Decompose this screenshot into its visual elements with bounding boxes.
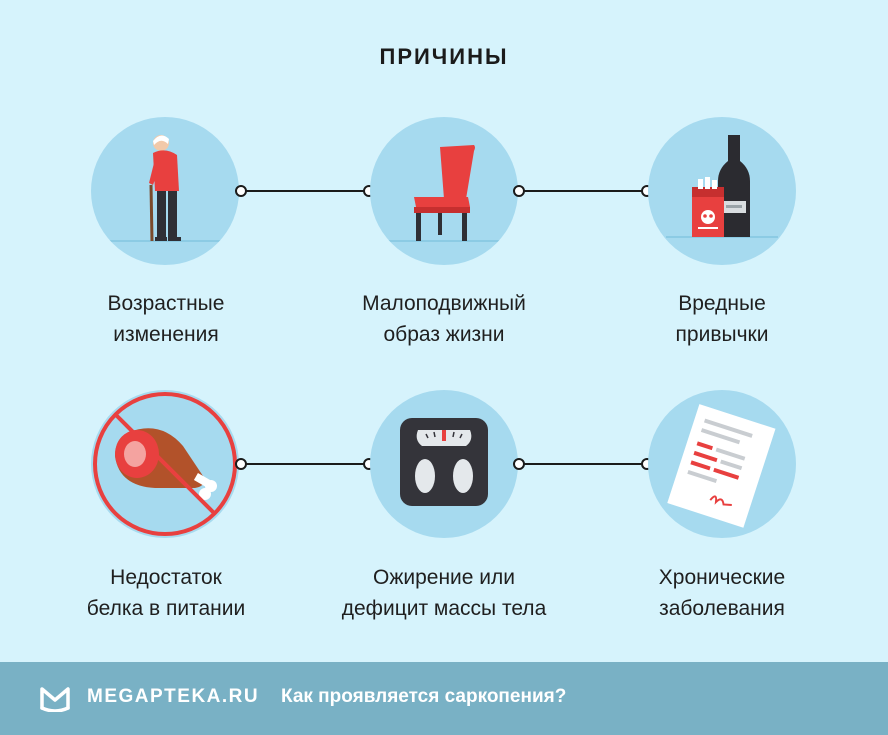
bottle-cigarettes-icon bbox=[666, 135, 778, 238]
page-title: ПРИЧИНЫ bbox=[379, 44, 509, 69]
cause-label-age: Возрастные изменения bbox=[107, 292, 225, 346]
cause-circle-chronic bbox=[648, 390, 796, 538]
connector-line bbox=[235, 185, 375, 197]
cause-circle-habits bbox=[648, 117, 796, 265]
cause-label-chronic: Хронические заболевания bbox=[658, 566, 786, 620]
megapteka-logo-icon[interactable] bbox=[38, 684, 72, 712]
cause-label-protein: Недостаток белка в питании bbox=[86, 566, 246, 620]
footer-bar: MEGAPTEKA.RU Как проявляется саркопения? bbox=[0, 662, 888, 735]
connector-line bbox=[235, 458, 375, 470]
cause-circle-protein bbox=[91, 390, 239, 538]
cause-label-inactivity: Малоподвижный образ жизни bbox=[362, 292, 526, 346]
cause-circle-inactivity bbox=[370, 117, 518, 265]
brand-name[interactable]: MEGAPTEKA.RU bbox=[87, 686, 260, 707]
cause-circle-age bbox=[91, 117, 239, 265]
crossed-meat-icon bbox=[93, 392, 237, 536]
connector-line bbox=[513, 458, 653, 470]
cause-label-weight: Ожирение или дефицит массы тела bbox=[341, 566, 547, 620]
chair-icon bbox=[388, 145, 500, 242]
cause-label-habits: Вредные привычки bbox=[675, 292, 769, 346]
cause-circle-weight bbox=[370, 390, 518, 538]
article-title: Как проявляется саркопения? bbox=[281, 686, 567, 707]
scales-icon bbox=[400, 418, 488, 506]
connector-line bbox=[513, 185, 653, 197]
elderly-person-icon bbox=[109, 135, 221, 242]
medical-document-icon bbox=[667, 404, 776, 528]
